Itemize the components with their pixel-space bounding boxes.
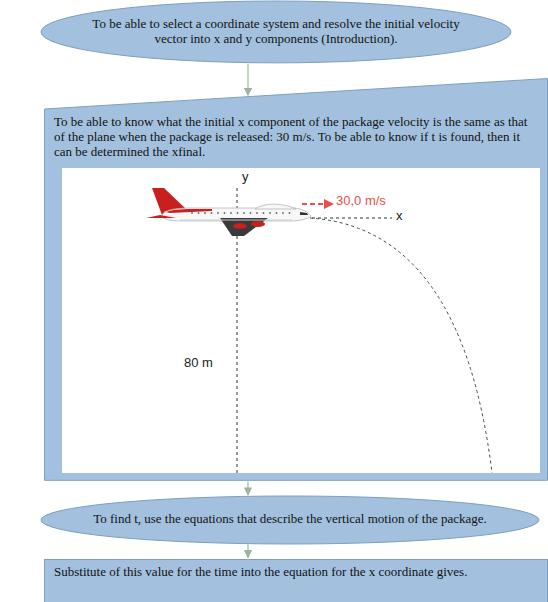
process-panel: To be able to know what the initial x co… <box>44 78 548 481</box>
process-box: Substitute of this value for the time in… <box>44 559 548 602</box>
airplane <box>146 188 311 236</box>
step-ellipse: To find t, use the equations that descri… <box>40 495 540 545</box>
node-text: To be able to know what the initial x co… <box>54 115 538 160</box>
velocity-arrowhead <box>324 199 334 209</box>
trajectory <box>310 218 492 473</box>
axis-label: y <box>242 170 249 185</box>
velocity-label: 30,0 m/s <box>336 194 386 209</box>
velocity-arrow <box>302 203 326 205</box>
axis-label: x <box>396 209 403 224</box>
node-text: To find t, use the equations that descri… <box>80 512 500 527</box>
dimension-label: 80 m <box>184 356 213 371</box>
node-text: Substitute of this value for the time in… <box>54 565 538 580</box>
plane-illustration: y 30,0 m/s x 80 m <box>62 168 540 473</box>
flow-arrow <box>247 64 248 96</box>
start-ellipse: To be able to select a coordinate system… <box>40 0 512 64</box>
x-axis <box>312 217 392 218</box>
flow-arrow <box>247 482 248 495</box>
node-text: To be able to select a coordinate system… <box>86 17 466 47</box>
flow-arrow <box>247 544 248 557</box>
illustration-svg <box>62 168 540 473</box>
